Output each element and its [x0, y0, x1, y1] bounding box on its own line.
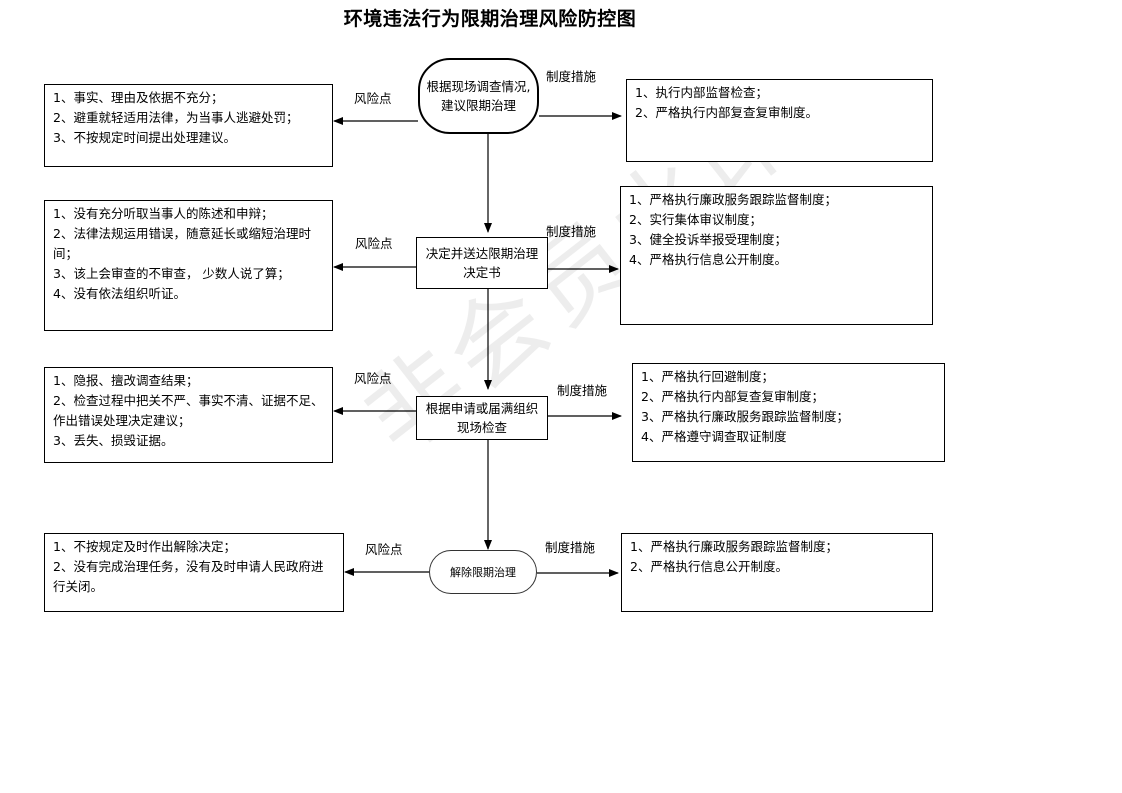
measure-box-1: 1、执行内部监督检查； 2、严格执行内部复查复审制度。: [626, 79, 933, 162]
risk-label-1: 风险点: [354, 91, 392, 106]
risk-box-1: 1、事实、理由及依据不充分； 2、避重就轻适用法律，为当事人逃避处罚； 3、不按…: [44, 84, 333, 167]
measure-box-3: 1、严格执行回避制度； 2、严格执行内部复查复审制度； 3、严格执行廉政服务跟踪…: [632, 363, 945, 462]
measure-label-4: 制度措施: [545, 540, 596, 555]
risk-label-3: 风险点: [354, 371, 392, 386]
process-start: 根据现场调查情况,建议限期治理: [418, 58, 539, 134]
risk-label-4: 风险点: [365, 542, 403, 557]
risk-box-3: 1、隐报、擅改调查结果； 2、检查过程中把关不严、事实不清、证据不足、作出错误处…: [44, 367, 333, 463]
risk-box-4: 1、不按规定及时作出解除决定； 2、没有完成治理任务，没有及时申请人民政府进行关…: [44, 533, 344, 612]
process-end: 解除限期治理: [429, 550, 537, 594]
measure-label-3: 制度措施: [557, 383, 608, 398]
process-inspection: 根据申请或届满组织现场检查: [416, 396, 548, 440]
measure-box-4: 1、严格执行廉政服务跟踪监督制度； 2、严格执行信息公开制度。: [621, 533, 933, 612]
measure-label-2: 制度措施: [546, 224, 597, 239]
process-decision: 决定并送达限期治理决定书: [416, 237, 548, 289]
risk-label-2: 风险点: [355, 236, 393, 251]
measure-label-1: 制度措施: [546, 69, 597, 84]
risk-box-2: 1、没有充分听取当事人的陈述和申辩； 2、法律法规运用错误，随意延长或缩短治理时…: [44, 200, 333, 331]
page-title: 环境违法行为限期治理风险防控图: [343, 8, 637, 30]
measure-box-2: 1、严格执行廉政服务跟踪监督制度； 2、实行集体审议制度； 3、健全投诉举报受理…: [620, 186, 933, 325]
